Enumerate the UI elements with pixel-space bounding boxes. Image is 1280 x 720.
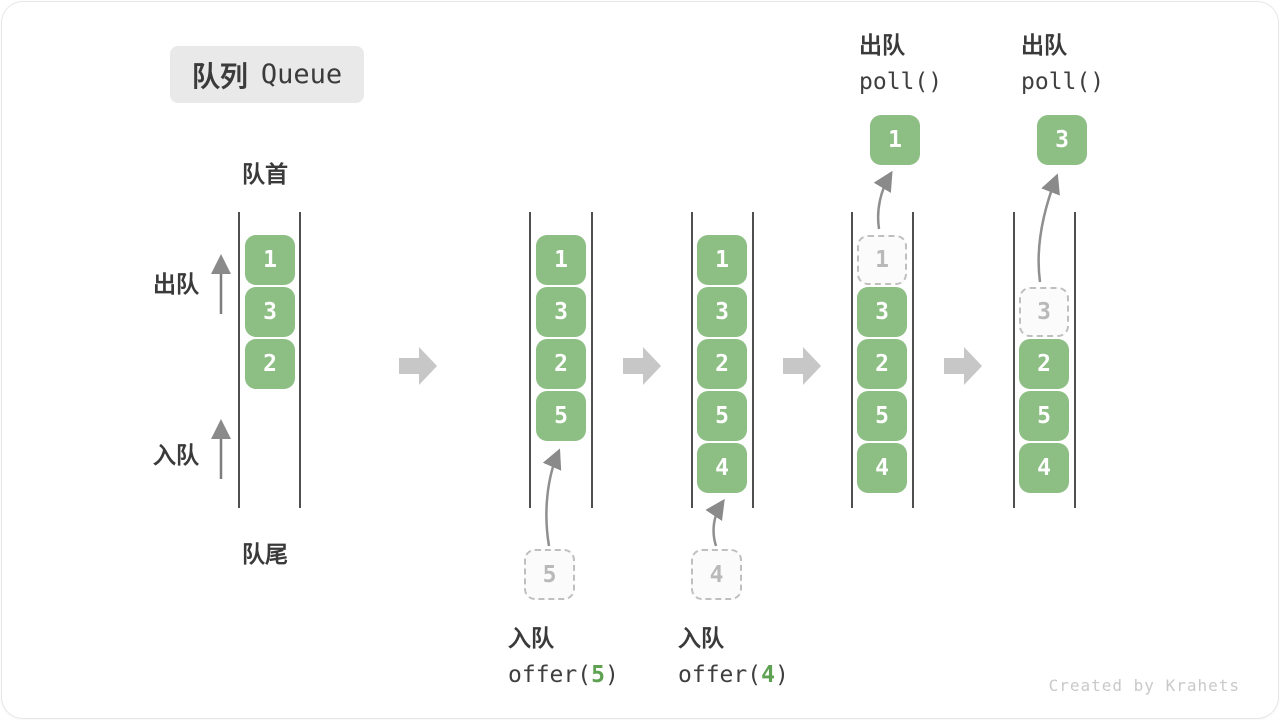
queue-cell: 1 [536, 235, 586, 285]
queue-rail [851, 212, 853, 508]
queue-cell: 5 [536, 391, 586, 441]
operation-code: poll() [859, 69, 943, 95]
operation-code: offer(4) [678, 662, 789, 688]
code-suffix: ) [604, 662, 619, 688]
operation-code: offer(5) [508, 662, 619, 688]
queue-cell: 2 [697, 339, 747, 389]
operation-code: poll() [1021, 69, 1105, 95]
dequeue-arrow-icon [873, 170, 893, 230]
queue-cell: 5 [857, 391, 907, 441]
label-enqueue: 入队 [153, 443, 199, 469]
queue-cell: 4 [857, 443, 907, 493]
operation-name: 入队 [678, 626, 724, 652]
operation-name: 出队 [859, 33, 905, 59]
queue-cell: 2 [857, 339, 907, 389]
label-queue-rear: 队尾 [242, 542, 288, 568]
operation-name: 入队 [508, 626, 554, 652]
title-en: Queue [260, 59, 343, 90]
queue-rail [591, 212, 593, 508]
queue-cell: 4 [697, 443, 747, 493]
step-arrow-icon [783, 347, 821, 385]
operation-label-enqueue-5: 入队 offer(5) [508, 619, 619, 688]
queue-cell: 3 [697, 287, 747, 337]
operation-name: 出队 [1021, 33, 1067, 59]
queue-cell: 3 [536, 287, 586, 337]
code-argument: 5 [591, 662, 605, 688]
incoming-element-box: 4 [691, 549, 742, 600]
operation-label-enqueue-4: 入队 offer(4) [678, 619, 789, 688]
enqueue-arrow-icon [542, 448, 562, 547]
code-suffix: ) [774, 662, 789, 688]
queue-cell: 1 [697, 235, 747, 285]
queue-rail [912, 212, 914, 508]
queue-cell: 3 [245, 287, 295, 337]
label-queue-front: 队首 [242, 162, 288, 188]
code-prefix: offer( [508, 662, 592, 688]
step-arrow-icon [944, 347, 982, 385]
polled-element-box: 1 [870, 115, 920, 165]
code-prefix: offer( [678, 662, 762, 688]
queue-cell: 2 [245, 339, 295, 389]
step-arrow-icon [623, 347, 661, 385]
queue-rail [752, 212, 754, 508]
operation-label-poll-3: 出队 poll() [1021, 26, 1104, 95]
removed-element-slot: 1 [857, 235, 907, 285]
polled-element-box: 3 [1037, 115, 1087, 165]
queue-cell: 4 [1019, 443, 1069, 493]
title-badge: 队列 Queue [170, 46, 364, 103]
watermark-credit: Created by Krahets [1048, 676, 1240, 695]
queue-cell: 2 [536, 339, 586, 389]
step-arrow-icon [399, 347, 437, 385]
queue-rail [1074, 212, 1076, 508]
queue-cell: 5 [1019, 391, 1069, 441]
queue-rail [238, 212, 240, 508]
removed-element-slot: 3 [1019, 287, 1069, 337]
queue-cell: 5 [697, 391, 747, 441]
queue-rail [299, 212, 301, 508]
code-argument: 4 [761, 662, 775, 688]
dequeue-arrow-icon [1037, 173, 1060, 283]
queue-rail [1013, 212, 1015, 508]
incoming-element-box: 5 [524, 549, 575, 600]
queue-rail [529, 212, 531, 508]
queue-cell: 3 [857, 287, 907, 337]
label-dequeue: 出队 [153, 272, 199, 298]
queue-cell: 2 [1019, 339, 1069, 389]
operation-label-poll-1: 出队 poll() [859, 26, 942, 95]
title-zh: 队列 [191, 59, 248, 93]
queue-cell: 1 [245, 235, 295, 285]
enqueue-arrow-icon [705, 498, 725, 547]
queue-rail [691, 212, 693, 508]
